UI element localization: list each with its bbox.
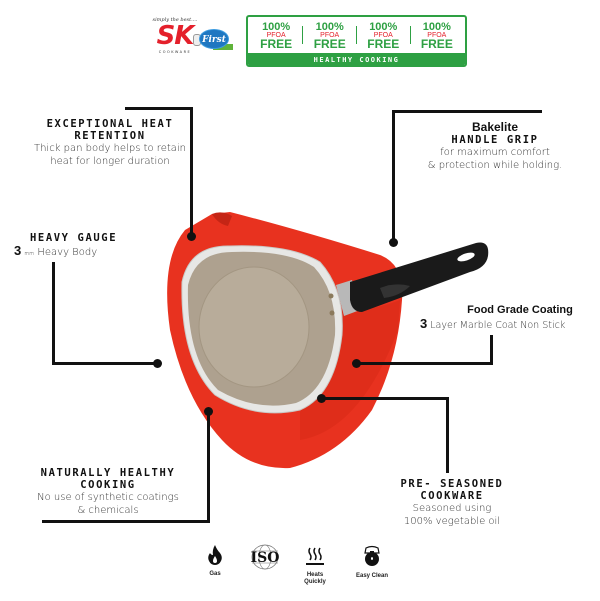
heavy-gauge-unit: mm bbox=[24, 251, 35, 257]
divider bbox=[302, 26, 304, 44]
pfoa-label: PFOA bbox=[373, 31, 393, 39]
pfoa-label: PFOA bbox=[320, 31, 340, 39]
pfoa-free-banner: 100% PFOA FREE 100% PFOA FREE 100% PFOA … bbox=[246, 15, 467, 67]
heat-retention-dot bbox=[187, 232, 196, 241]
feature-heats-quickly: Heats Quickly bbox=[290, 546, 340, 586]
divider bbox=[409, 26, 411, 44]
feature-heats-label: Heats bbox=[306, 572, 324, 578]
divider bbox=[355, 26, 357, 44]
heat-retention-title: EXCEPTIONAL HEAT bbox=[46, 118, 174, 130]
pan-base bbox=[198, 266, 310, 388]
pfoa-badge: 100% PFOA FREE bbox=[415, 20, 459, 51]
food-grade-title: Food Grade Coating bbox=[467, 304, 573, 316]
pfoa-badge: 100% PFOA FREE bbox=[254, 20, 298, 51]
svg-text:ISO: ISO bbox=[251, 550, 280, 566]
heat-retention-desc: Thick pan body helps to retain bbox=[33, 143, 187, 154]
handle-grip-connector-vertical bbox=[392, 110, 395, 240]
feature-gas: Gas bbox=[190, 545, 240, 578]
food-grade-desc: Layer Marble Coat Non Stick bbox=[430, 320, 566, 331]
heat-retention-connector-vertical bbox=[190, 107, 193, 235]
flame-icon bbox=[208, 545, 222, 565]
pfoa-percent: 100% bbox=[315, 20, 344, 33]
pfoa-label: PFOA bbox=[266, 31, 286, 39]
pfoa-percent: 100% bbox=[262, 20, 291, 33]
naturally-healthy-connector-bottom bbox=[42, 520, 210, 523]
pfoa-label: PFOA bbox=[427, 31, 447, 39]
handle-grip-title: Bakelite bbox=[471, 120, 519, 134]
pfoa-status: FREE bbox=[367, 36, 400, 51]
pfoa-status: FREE bbox=[313, 36, 346, 51]
the-first-badge: First bbox=[193, 28, 235, 54]
food-grade-connector-horizontal bbox=[358, 362, 493, 365]
first-badge-text: First bbox=[199, 29, 229, 49]
food-grade-connector-vertical bbox=[490, 335, 493, 365]
naturally-healthy-title-2: COOKING bbox=[80, 479, 136, 491]
naturally-healthy-desc: No use of synthetic coatings bbox=[37, 492, 179, 503]
pfoa-percent: 100% bbox=[422, 20, 451, 33]
naturally-healthy-desc-2: & chemicals bbox=[77, 505, 139, 516]
brand-logo-text: SK bbox=[156, 21, 195, 51]
pfoa-badge: 100% PFOA FREE bbox=[361, 20, 405, 51]
pre-seasoned-title: PRE- SEASONED bbox=[400, 478, 504, 490]
handle-grip-title-2: HANDLE GRIP bbox=[451, 134, 539, 146]
heavy-gauge-desc-row: 3 mm Heavy Body bbox=[14, 244, 134, 261]
pre-seasoned-connector-horizontal bbox=[322, 397, 449, 400]
pre-seasoned-dot bbox=[317, 394, 326, 403]
brand-subtitle: COOKWARE bbox=[158, 50, 192, 54]
pfoa-status: FREE bbox=[420, 36, 453, 51]
feature-easy-clean: Easy Clean bbox=[347, 545, 397, 580]
heavy-gauge-desc: Heavy Body bbox=[37, 247, 98, 258]
pre-seasoned-callout: PRE- SEASONED COOKWARE Seasoned using 10… bbox=[392, 478, 512, 528]
heat-retention-callout: EXCEPTIONAL HEAT RETENTION Thick pan bod… bbox=[30, 118, 190, 168]
pfoa-percent: 100% bbox=[369, 20, 398, 33]
heavy-gauge-connector-vertical bbox=[52, 262, 55, 365]
food-grade-desc-row: 3 Layer Marble Coat Non Stick bbox=[420, 317, 600, 332]
pre-seasoned-desc: Seasoned using bbox=[412, 503, 492, 514]
healthy-cooking-footer: HEALTHY COOKING bbox=[248, 53, 465, 65]
handle-grip-desc-2: & protection while holding. bbox=[427, 160, 563, 171]
pfoa-badge: 100% PFOA FREE bbox=[308, 20, 352, 51]
pre-seasoned-connector-vertical bbox=[446, 397, 449, 473]
handle-grip-desc: for maximum comfort bbox=[440, 147, 550, 158]
naturally-healthy-connector-vertical bbox=[207, 411, 210, 523]
heavy-gauge-title: HEAVY GAUGE bbox=[30, 232, 118, 244]
easy-clean-icon bbox=[364, 545, 380, 566]
handle-grip-dot bbox=[389, 238, 398, 247]
food-grade-callout: Food Grade Coating 3 Layer Marble Coat N… bbox=[420, 303, 600, 332]
feature-iso: ISO bbox=[240, 544, 290, 574]
brand-tagline: simply the best.... bbox=[152, 17, 198, 23]
heat-retention-connector-top bbox=[125, 107, 193, 110]
iso-icon: ISO bbox=[251, 544, 280, 570]
heavy-gauge-number: 3 bbox=[14, 243, 22, 258]
sk-cookware-logo: simply the best.... SK COOKWARE bbox=[140, 17, 210, 61]
feature-quickly-label: Quickly bbox=[304, 579, 326, 585]
naturally-healthy-title: NATURALLY HEALTHY bbox=[40, 467, 176, 479]
feature-gas-label: Gas bbox=[209, 571, 221, 577]
pre-seasoned-desc-2: 100% vegetable oil bbox=[403, 516, 501, 527]
handle-grip-connector-top bbox=[392, 110, 542, 113]
food-grade-dot bbox=[352, 359, 361, 368]
pre-seasoned-title-2: COOKWARE bbox=[420, 490, 484, 502]
handle-grip-callout: Bakelite HANDLE GRIP for maximum comfort… bbox=[420, 120, 570, 172]
heavy-gauge-connector-horizontal bbox=[52, 362, 157, 365]
naturally-healthy-callout: NATURALLY HEALTHY COOKING No use of synt… bbox=[28, 467, 188, 517]
feature-easy-clean-label: Easy Clean bbox=[355, 573, 389, 579]
pfoa-status: FREE bbox=[260, 36, 293, 51]
heavy-gauge-callout: HEAVY GAUGE 3 mm Heavy Body bbox=[14, 232, 134, 261]
heat-waves-icon bbox=[306, 547, 324, 565]
heat-retention-title-2: RETENTION bbox=[74, 130, 146, 142]
heavy-gauge-dot bbox=[153, 359, 162, 368]
heat-retention-desc-2: heat for longer duration bbox=[50, 156, 170, 167]
food-grade-number: 3 bbox=[420, 316, 428, 331]
